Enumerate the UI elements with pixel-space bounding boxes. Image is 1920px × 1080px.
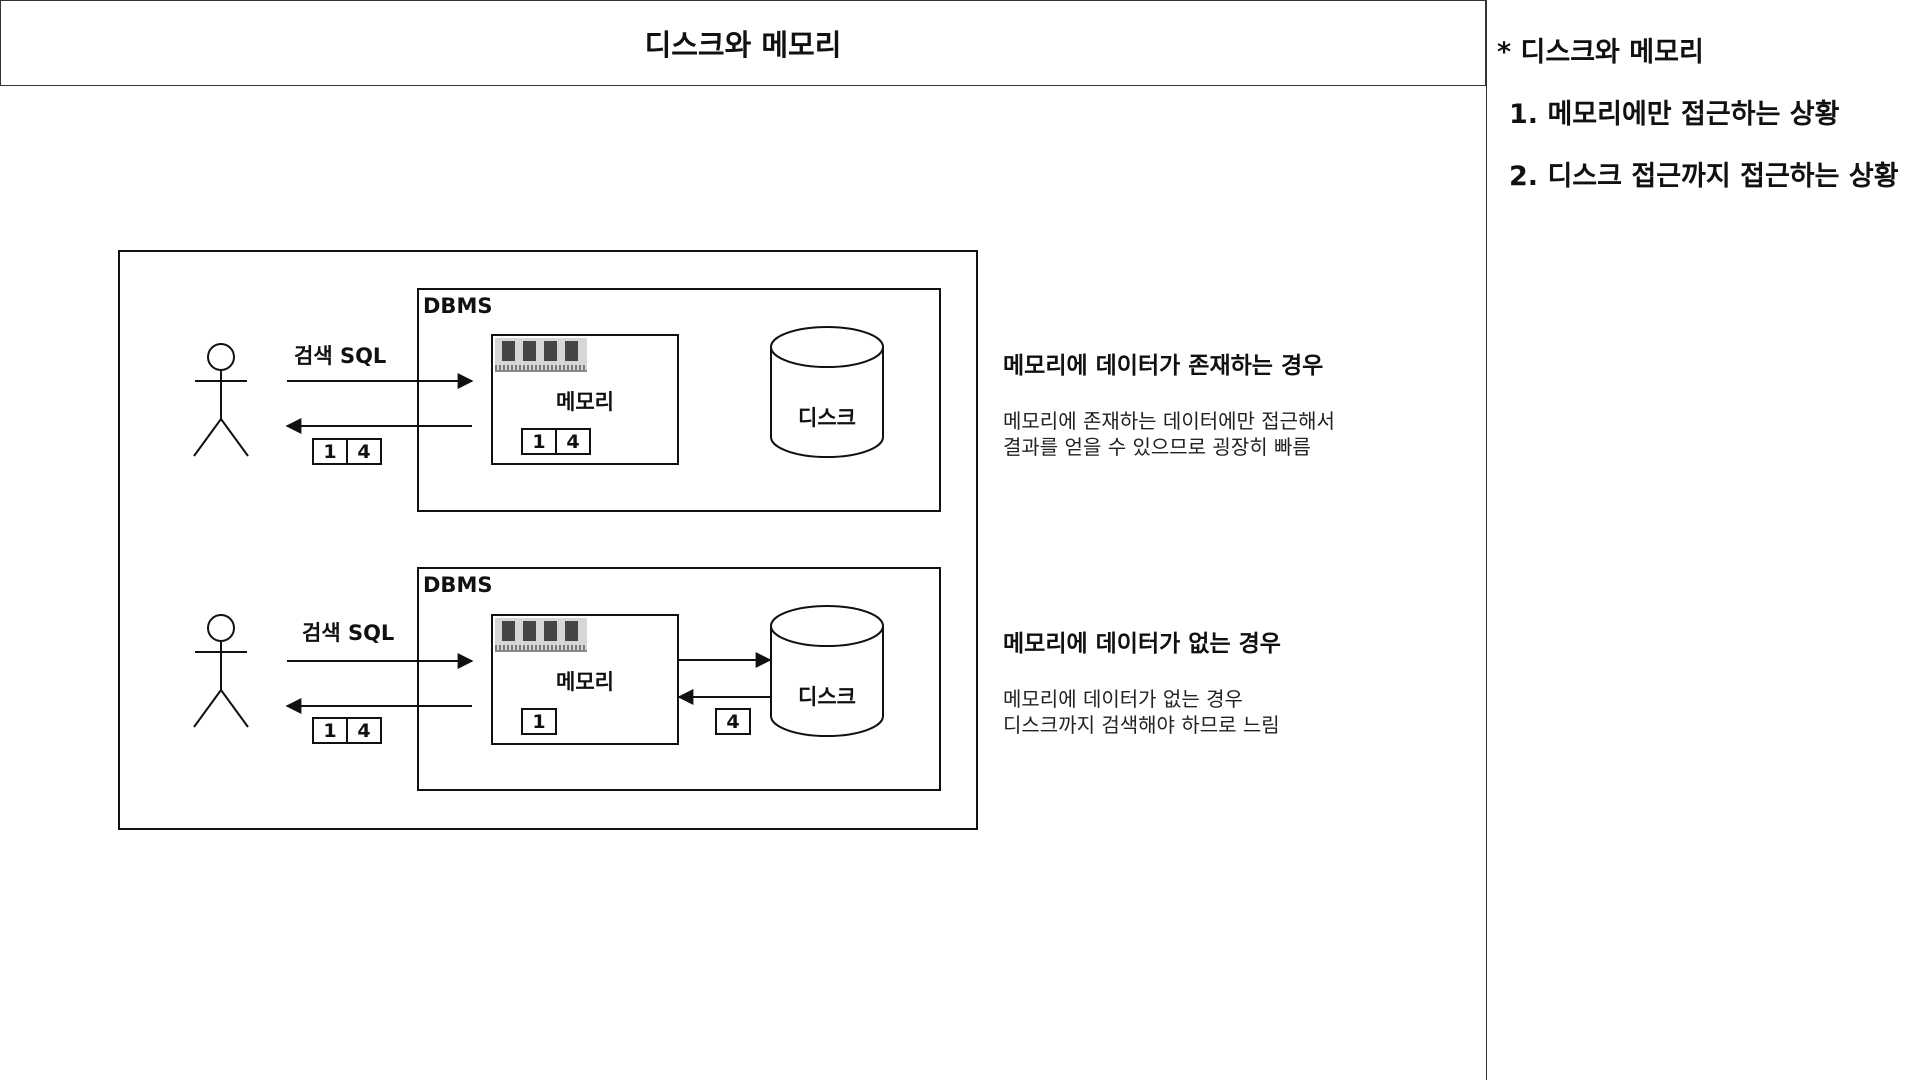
scenario-desc-line: 메모리에 존재하는 데이터에만 접근해서	[1003, 409, 1335, 433]
disk-icon	[770, 326, 884, 458]
data-cell: 4	[715, 708, 751, 735]
disk-label: 디스크	[798, 406, 856, 430]
sidebar-item-memory-only: 1. 메모리에만 접근하는 상황	[1509, 99, 1840, 130]
result-cells: 1 4	[312, 438, 382, 465]
disk-icon	[770, 605, 884, 737]
scenario-desc-line: 디스크까지 검색해야 하므로 느림	[1003, 713, 1280, 737]
user-actor-icon	[193, 614, 249, 728]
sidebar-item-disk-access: 2. 디스크 접근까지 접근하는 상황	[1509, 161, 1899, 192]
scenario-title: 메모리에 데이터가 존재하는 경우	[1003, 353, 1324, 379]
scenario-desc-line: 메모리에 데이터가 없는 경우	[1003, 687, 1243, 711]
user-actor-icon	[193, 343, 249, 457]
diagram-frame	[118, 250, 978, 830]
result-cells: 1 4	[312, 717, 382, 744]
sidebar: * 디스크와 메모리 1. 메모리에만 접근하는 상황 2. 디스크 접근까지 …	[1486, 0, 1920, 1080]
memory-box-1: 메모리 1 4	[491, 334, 679, 465]
dbms-box-1: DBMS	[417, 288, 941, 512]
memory-cells: 1 4	[521, 428, 591, 455]
page-title-text: 디스크와 메모리	[644, 28, 842, 62]
data-cell: 4	[346, 438, 382, 465]
data-cell: 1	[521, 428, 557, 455]
ram-icon	[495, 338, 587, 372]
search-sql-label: 검색 SQL	[302, 621, 395, 645]
scenario-title: 메모리에 데이터가 없는 경우	[1003, 631, 1281, 657]
data-cell: 1	[521, 708, 557, 735]
data-cell: 1	[312, 717, 348, 744]
memory-label: 메모리	[556, 390, 614, 414]
sidebar-title: * 디스크와 메모리	[1497, 37, 1704, 68]
data-cell: 4	[346, 717, 382, 744]
dbms-label: DBMS	[423, 294, 493, 318]
dbms-box-2: DBMS	[417, 567, 941, 791]
search-sql-label: 검색 SQL	[294, 344, 387, 368]
memory-label: 메모리	[556, 670, 614, 694]
scenario-desc-line: 결과를 얻을 수 있으므로 굉장히 빠름	[1003, 435, 1311, 459]
page-title: 디스크와 메모리	[0, 0, 1486, 86]
memory-box-2: 메모리 1	[491, 614, 679, 745]
data-cell: 4	[555, 428, 591, 455]
disk-return-cells: 4	[715, 708, 751, 735]
dbms-label: DBMS	[423, 573, 493, 597]
disk-label: 디스크	[798, 685, 856, 709]
ram-icon	[495, 618, 587, 652]
memory-cells: 1	[521, 708, 557, 735]
